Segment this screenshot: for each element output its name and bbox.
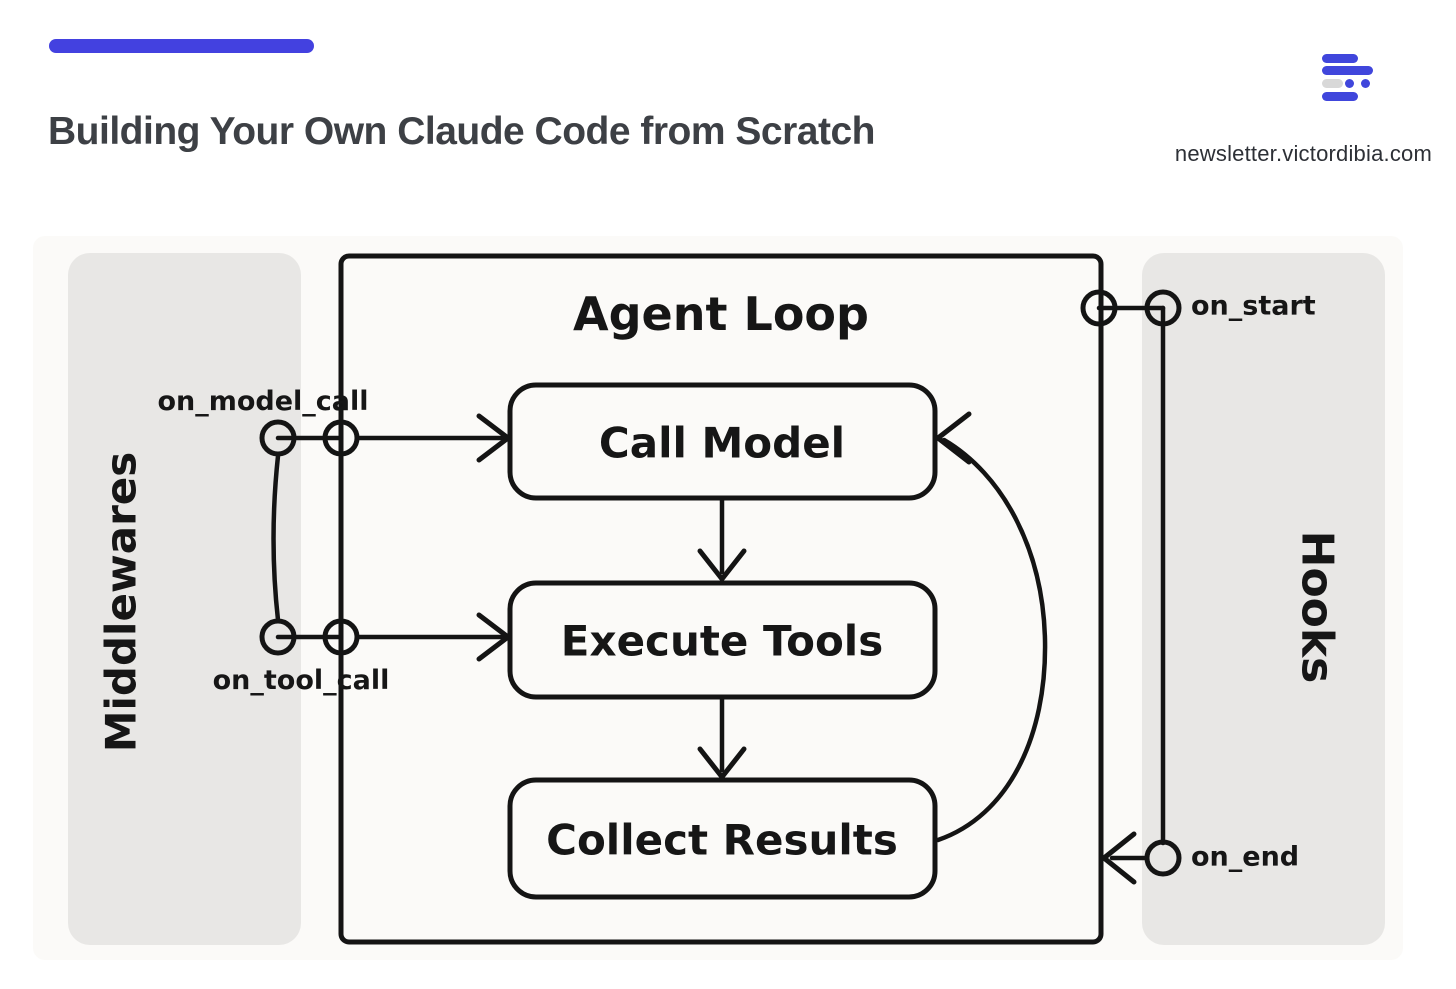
diagram-background [33, 236, 1403, 960]
on-end-label: on_end [1191, 842, 1299, 873]
arrowhead-down-2 [697, 746, 747, 780]
accent-bar [49, 39, 314, 53]
hooks-label: Hooks [1292, 531, 1343, 684]
on-start-node-outer [1144, 289, 1182, 327]
on-start-node-inner [1080, 289, 1118, 327]
on-tool-call-node-inner [322, 618, 360, 656]
on-tool-call-label: on_tool_call [213, 665, 390, 696]
execute-tools-box [507, 580, 938, 700]
arrowhead-on-end [1101, 831, 1137, 885]
on-end-node [1144, 839, 1182, 877]
on-model-call-label: on_model_call [157, 386, 368, 417]
page-title: Building Your Own Claude Code from Scrat… [48, 110, 875, 154]
middleware-vertical-line [271, 453, 281, 623]
call-model-label: Call Model [599, 419, 845, 468]
logo-bar-bottom [1322, 92, 1358, 101]
on-tool-call-node-outer [259, 618, 297, 656]
feedback-loop-curve [935, 437, 1048, 843]
logo-bar-wide [1322, 66, 1373, 75]
execute-tools-label: Execute Tools [561, 617, 883, 666]
architecture-diagram: Middlewares Hooks Agent Loop Call Model … [33, 236, 1403, 960]
arrowhead-feedback [935, 411, 972, 465]
site-logo-icon [1322, 54, 1374, 102]
logo-dot-1 [1345, 79, 1354, 88]
middlewares-label: Middlewares [97, 452, 146, 753]
call-model-box [507, 382, 938, 501]
agent-loop-box [338, 253, 1104, 945]
logo-bar-gray [1322, 79, 1343, 88]
site-url: newsletter.victordibia.com [1174, 141, 1432, 166]
on-model-call-node-outer [259, 419, 297, 457]
logo-bar-top [1322, 54, 1358, 63]
agent-loop-title: Agent Loop [573, 287, 869, 341]
hooks-panel [1142, 253, 1385, 945]
middlewares-panel [68, 253, 301, 945]
on-start-label: on_start [1191, 291, 1316, 322]
collect-results-box [507, 777, 938, 900]
arrowhead-down-1 [697, 548, 747, 582]
collect-results-label: Collect Results [546, 816, 898, 865]
on-model-call-node-inner [322, 419, 360, 457]
logo-dot-2 [1361, 79, 1370, 88]
